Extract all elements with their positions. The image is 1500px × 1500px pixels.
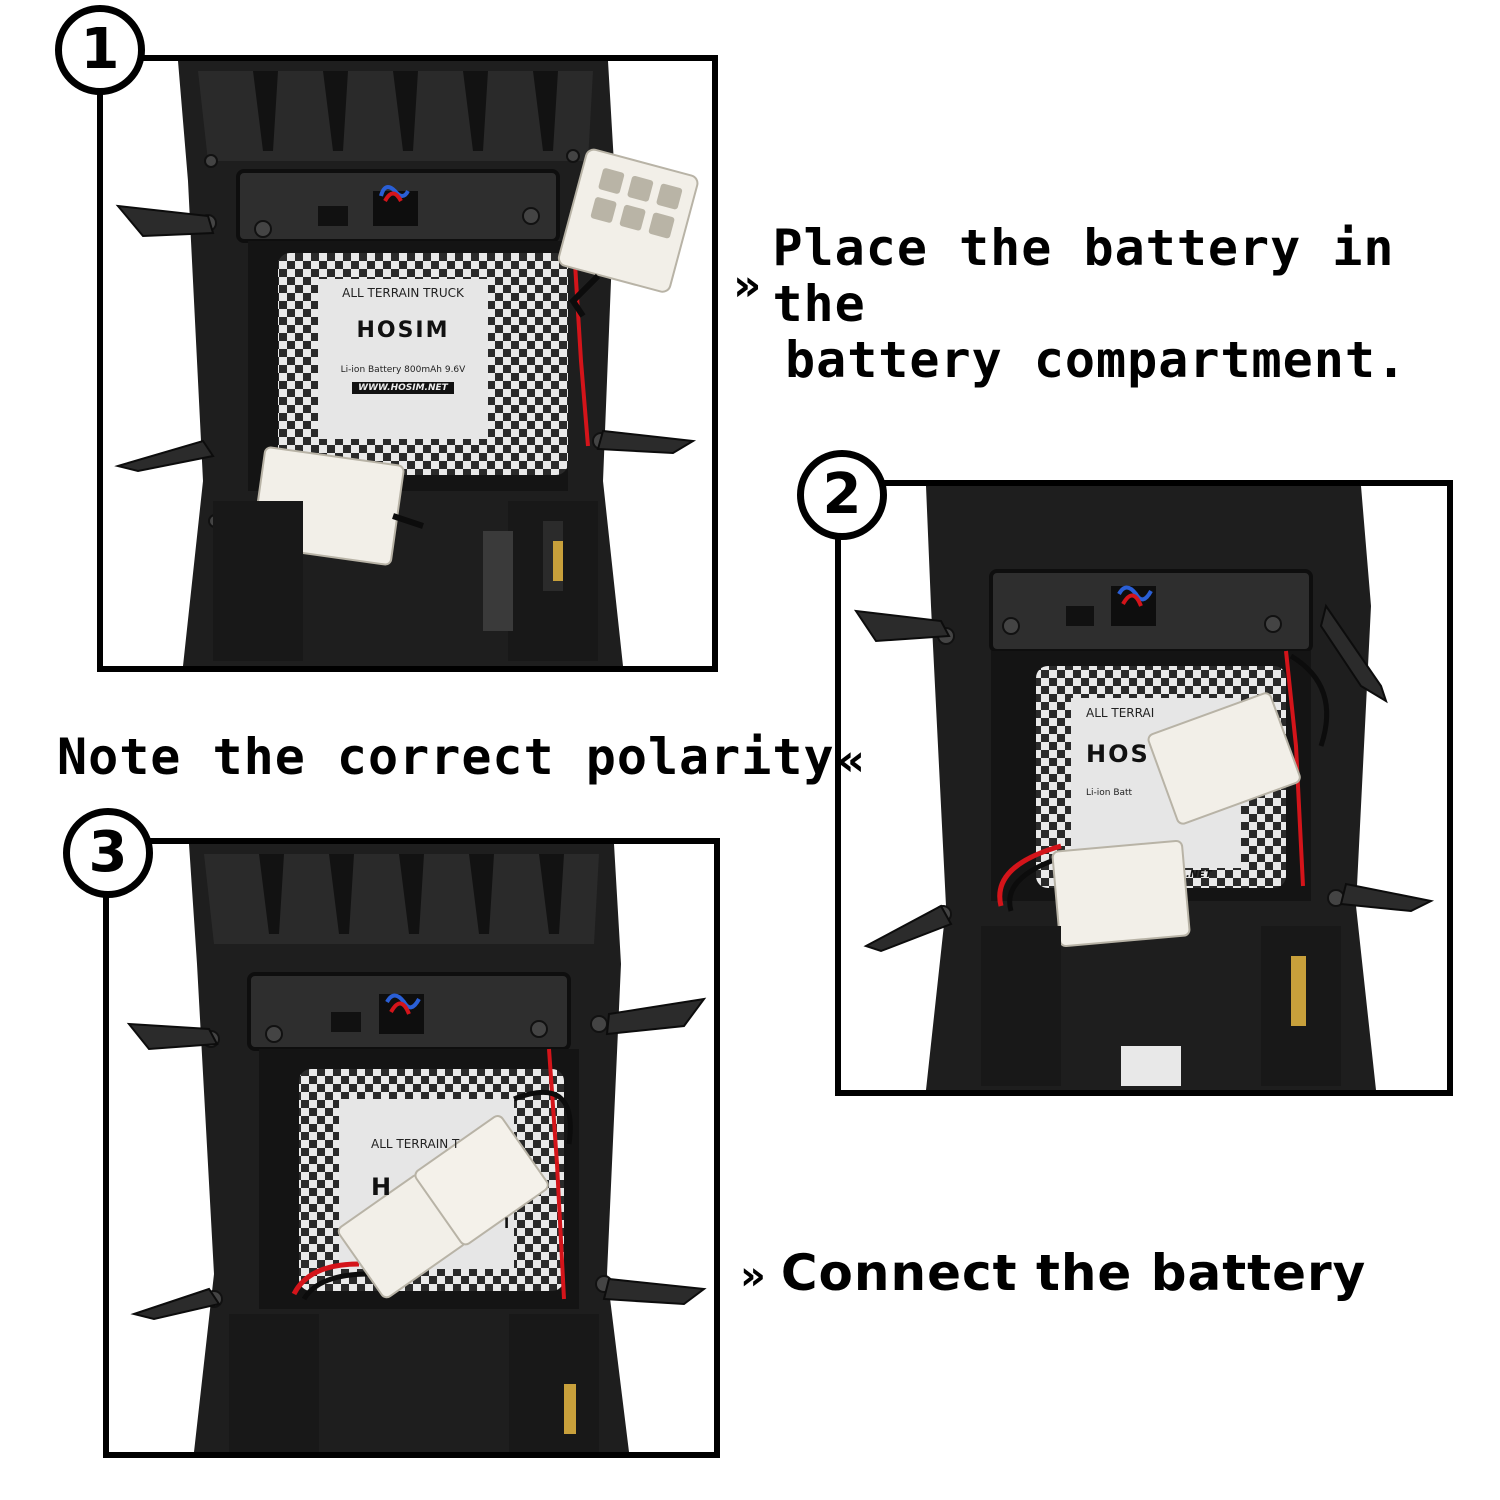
step1-battery-label: ALL TERRAIN TRUCK HOSIM Li-ion Battery 8… [318,286,488,394]
step1-marker: » [733,260,763,312]
battery-label-title-partial: ALL TERRAI [1086,706,1155,720]
battery-label-brand-partial-3: H [371,1173,392,1201]
battery-label-brand-partial: HOS [1086,740,1150,768]
step2-battery-label-partial: ALL TERRAI HOS Li-ion Batt [1086,706,1206,798]
step3-number: 3 [88,820,128,885]
battery-label-spec: Li-ion Battery 800mAh 9.6V [340,365,466,375]
step2-rc-truck-photo [853,486,1435,1090]
step2-caption: Note the correct polarity « [57,727,867,786]
step2-number: 2 [822,462,862,527]
step1-number-badge: 1 [55,5,145,95]
step2-number-badge: 2 [797,450,887,540]
step2-photo-frame: ALL TERRAI HOS Li-ion Batt .NET [835,480,1453,1096]
battery-label-title: ALL TERRAIN TRUCK [342,286,464,300]
step3-marker: » [740,1252,767,1299]
battery-label-url-partial-3: I [504,1216,510,1232]
step2-marker: « [836,735,867,786]
step1-number: 1 [80,17,120,82]
step1-caption-line1: Place the battery in the [772,219,1395,333]
battery-label-brand: HOSIM [356,318,450,343]
step1-rc-truck-photo [114,61,699,666]
step2-caption-text: Note the correct polarity [57,727,835,786]
step1-caption-line2: battery compartment. [785,331,1408,389]
battery-label-url-partial: .NET [1186,869,1212,880]
battery-label-url: WWW.HOSIM.NET [352,382,454,394]
battery-label-title-partial-3: ALL TERRAIN T [371,1137,460,1151]
step3-battery-label-partial: ALL TERRAIN T H [371,1137,511,1201]
step3-rc-truck-photo [126,844,707,1452]
step1-photo-frame: ALL TERRAIN TRUCK HOSIM Li-ion Battery 8… [97,55,718,672]
battery-label-spec-partial: Li-ion Batt [1086,788,1133,798]
step3-number-badge: 3 [63,808,153,898]
step3-caption-text: Connect the battery [780,1244,1367,1302]
step3-caption: » Connect the battery [740,1245,1366,1301]
step3-photo-frame: ALL TERRAIN T H I [103,838,720,1458]
step1-caption: » Place the battery in the battery compa… [733,220,1500,388]
